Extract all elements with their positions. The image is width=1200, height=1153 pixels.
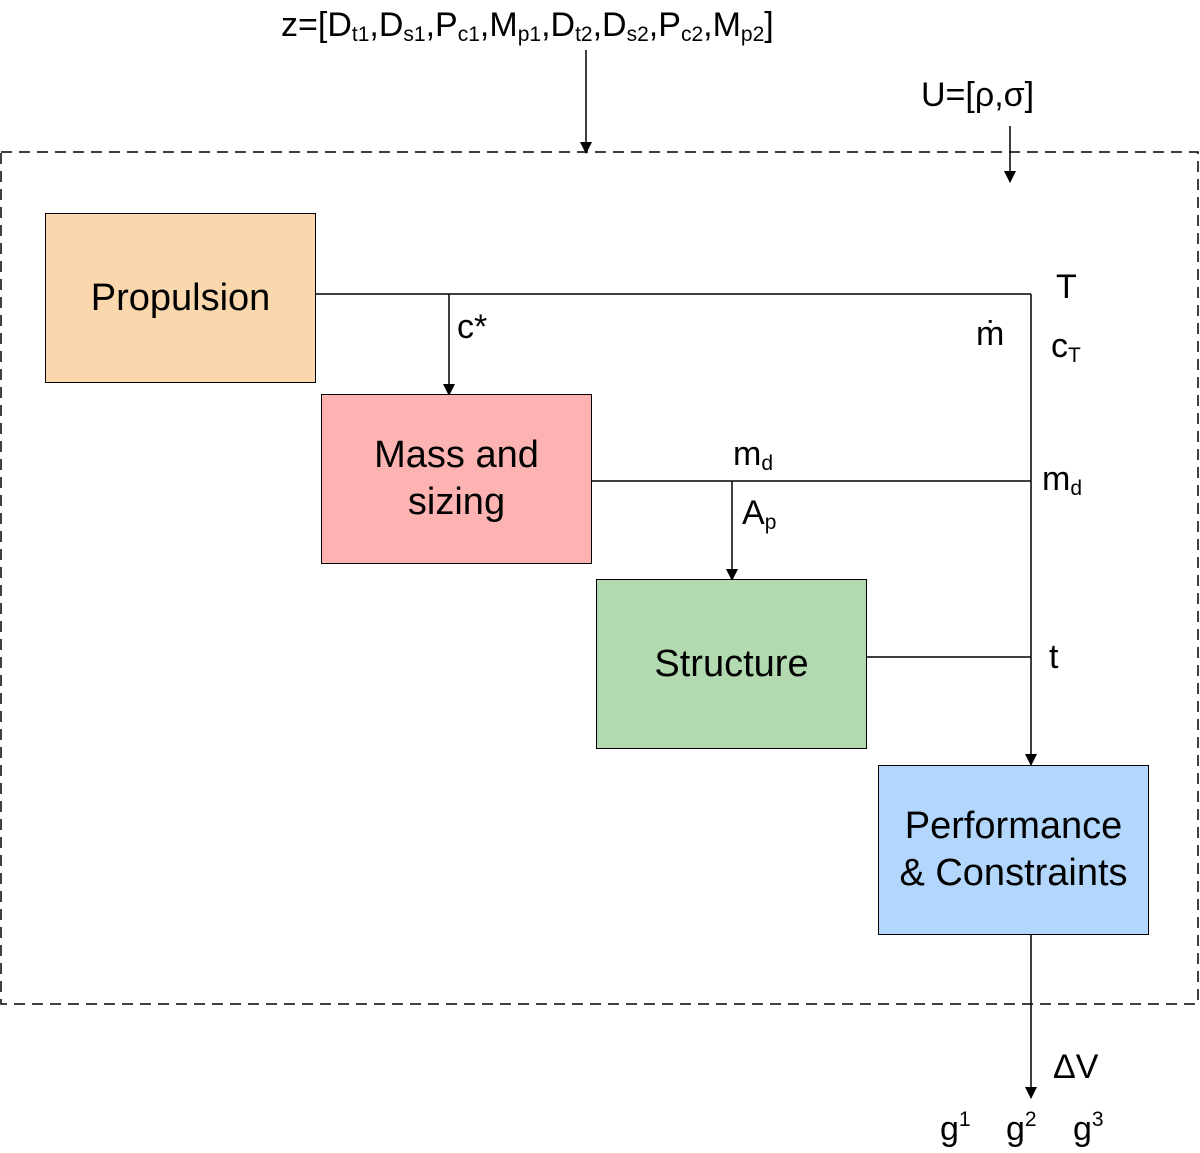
structure-block-label: Structure — [654, 642, 809, 685]
port-area-label: Ap — [742, 494, 777, 534]
output-g3: g3 — [1073, 1108, 1104, 1148]
output-g2: g2 — [1006, 1108, 1037, 1148]
performance-label-line1: Performance — [904, 805, 1123, 847]
system-boundary — [0, 151, 1199, 1005]
delta-v-label: ΔV — [1053, 1048, 1099, 1086]
propulsion-block[interactable]: Propulsion — [45, 213, 316, 383]
mass-sizing-block[interactable]: Mass and sizing — [321, 394, 592, 564]
mass-sizing-label-line2: sizing — [407, 481, 506, 523]
output-g1: g1 — [940, 1108, 971, 1148]
design-variable: Dt1 — [327, 6, 370, 46]
thickness-label: t — [1049, 638, 1059, 676]
performance-label-line2: & Constraints — [899, 852, 1128, 894]
thrust-label: T — [1056, 268, 1077, 306]
design-variable: Pc1 — [435, 6, 480, 46]
c-star-label: c* — [457, 308, 488, 346]
mass-flow-label: ṁ — [976, 315, 1005, 353]
design-variable: Ds2 — [602, 6, 649, 46]
design-vector-label: z=[Dt1,Ds1,Pc1,Mp1,Dt2,Ds2,Pc2,Mp2] — [281, 6, 774, 46]
uncertainty-vector-label: U=[ρ,σ] — [921, 76, 1035, 114]
design-variable: Mp1 — [489, 6, 542, 46]
mass-sizing-label-line1: Mass and — [374, 434, 539, 476]
performance-block[interactable]: Performance & Constraints — [878, 765, 1149, 935]
dry-mass-label-right: md — [1042, 460, 1083, 500]
propulsion-block-label: Propulsion — [90, 276, 271, 319]
thrust-coefficient-label: cT — [1051, 327, 1081, 367]
design-variable: Mp2 — [712, 6, 765, 46]
design-variable: Dt2 — [550, 6, 593, 46]
structure-block[interactable]: Structure — [596, 579, 867, 749]
dry-mass-label-top: md — [733, 435, 774, 475]
design-variable: Ds1 — [378, 6, 426, 46]
design-variable: Pc2 — [658, 6, 704, 46]
